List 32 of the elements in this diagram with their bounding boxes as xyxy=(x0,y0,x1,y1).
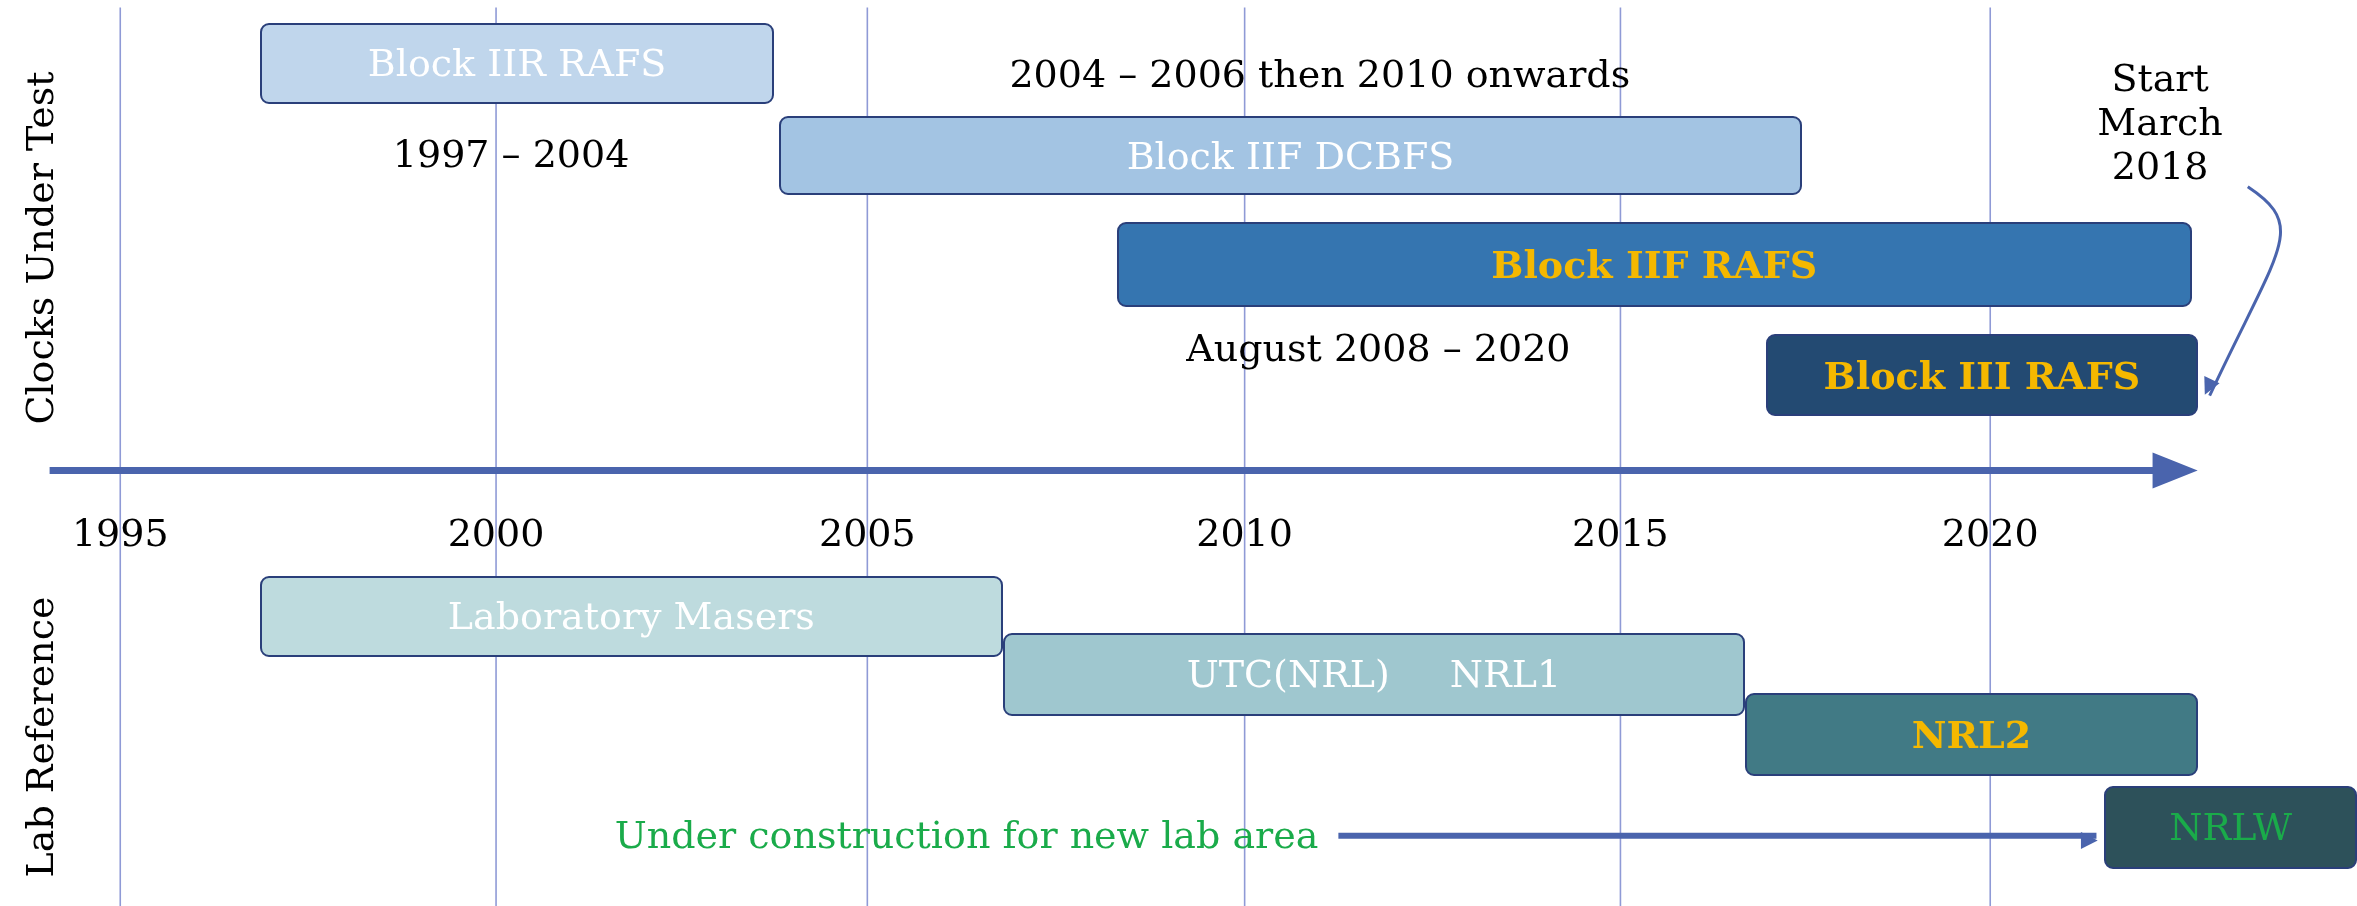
bar-label: Block III RAFS xyxy=(1823,352,2141,398)
bar-label: Laboratory Masers xyxy=(447,594,815,639)
bar-label: UTC(NRL) xyxy=(1186,652,1390,697)
year-label: 2020 xyxy=(1941,511,2039,556)
arrow xyxy=(2204,185,2282,397)
note-text: Under construction for new lab area xyxy=(614,813,1319,858)
bar-label: NRL2 xyxy=(1911,711,2032,757)
arrow xyxy=(1338,832,2098,849)
timeline-bar xyxy=(1116,222,2192,307)
date-range: 1997 – 2004 xyxy=(392,133,630,177)
note-text: Start March 2018 xyxy=(2062,57,2258,189)
timeline-bar xyxy=(2104,786,2357,869)
bar-label: Block IIF DCBFS xyxy=(1126,133,1455,178)
timeline-bar xyxy=(1745,692,2198,776)
year-label: 2010 xyxy=(1196,511,1293,556)
year-label: 2000 xyxy=(447,511,545,556)
date-range: August 2008 – 2020 xyxy=(1186,326,1571,371)
timeline-bar xyxy=(260,22,775,104)
bar-label: Block IIR RAFS xyxy=(367,41,667,86)
timeline-bar xyxy=(260,575,1003,657)
bar-label: NRLW xyxy=(2169,805,2293,850)
year-label: 1995 xyxy=(71,511,169,556)
year-label: 2015 xyxy=(1572,511,1669,556)
side-heading: Clocks Under Test xyxy=(18,71,63,425)
timeline-bar xyxy=(1002,632,1746,716)
timeline-bar xyxy=(778,115,1803,196)
timeline-bar xyxy=(1766,333,2198,417)
year-label: 2005 xyxy=(818,511,916,556)
side-heading: Lab Reference xyxy=(18,596,63,877)
bar-label: Block IIF RAFS xyxy=(1491,242,1818,288)
bar-label: NRL1 xyxy=(1449,652,1562,697)
date-range: 2004 – 2006 then 2010 onwards xyxy=(1009,53,1631,97)
